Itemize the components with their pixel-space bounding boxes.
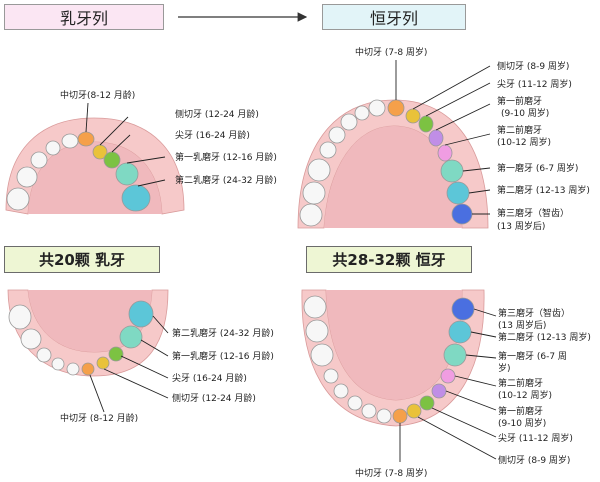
- tooth-upper-permanent-right-central: [368, 99, 386, 117]
- tooth-lower-primary-second-molar: [128, 300, 154, 328]
- tooth-upper-permanent-canine: [418, 115, 434, 133]
- label-lower-primary-first-molar: 第一乳磨牙 (12-16 月龄): [172, 350, 274, 362]
- permanent-dentition-title: 恒牙列: [322, 4, 466, 30]
- lower-permanent-tongue: [326, 290, 462, 400]
- tooth-upper-permanent-second-molar: [446, 181, 470, 205]
- tooth-lower-primary-right-molar2: [8, 304, 32, 330]
- upper-permanent-arch: [297, 99, 489, 229]
- tooth-upper-permanent-first-premolar: [428, 129, 444, 147]
- label-upper-permanent-lateral: 侧切牙 (8-9 周岁): [497, 60, 569, 72]
- label-lower-primary-second-molar: 第二乳磨牙 (24-32 月龄): [172, 327, 274, 339]
- label-lower-permanent-lateral: 侧切牙 (8-9 周岁): [498, 454, 570, 466]
- label-upper-permanent-central: 中切牙 (7-8 周岁): [355, 46, 427, 58]
- tooth-upper-permanent-central: [387, 99, 405, 117]
- tooth-lower-permanent-right-premolar1: [333, 383, 349, 399]
- tooth-upper-permanent-second-premolar: [437, 144, 453, 162]
- label-upper-permanent-first-molar: 第一磨牙 (6-7 周岁): [497, 162, 578, 174]
- primary-dentition-title: 乳牙列: [4, 4, 164, 30]
- tooth-upper-permanent-right-lateral: [354, 105, 370, 121]
- tooth-lower-permanent-right-central: [376, 408, 392, 424]
- label-lower-permanent-central: 中切牙 (7-8 周岁): [355, 467, 427, 479]
- label-upper-permanent-first-premolar: 第一前磨牙: [497, 95, 542, 107]
- tooth-upper-permanent-right-molar3: [299, 203, 323, 227]
- tooth-lower-permanent-right-molar1: [310, 343, 334, 367]
- upper-permanent-palate: [324, 126, 462, 228]
- permanent-total-label: 共28-32颗 恒牙: [306, 246, 472, 273]
- label-lower-permanent-third-molar-age: (13 周岁后): [498, 319, 546, 331]
- label-upper-primary-lateral: 侧切牙 (12-24 月龄): [175, 108, 259, 120]
- lower-primary-arch: [7, 289, 169, 377]
- lower-permanent-arch: [301, 289, 485, 427]
- tooth-lower-permanent-second-premolar: [440, 368, 456, 384]
- tooth-lower-permanent-right-premolar2: [323, 368, 339, 384]
- label-lower-permanent-second-premolar-age: (10-12 周岁): [498, 389, 552, 401]
- tooth-lower-primary-right-canine: [36, 347, 52, 363]
- tooth-lower-permanent-lateral: [406, 403, 422, 419]
- tooth-lower-permanent-right-canine: [347, 395, 363, 411]
- label-upper-permanent-second-premolar-age: (10-12 周岁): [497, 136, 551, 148]
- tooth-lower-permanent-third-molar: [451, 297, 475, 321]
- primary-total-label: 共20颗 乳牙: [4, 246, 160, 273]
- tooth-upper-primary-right-molar2: [6, 187, 30, 211]
- label-lower-permanent-second-premolar: 第二前磨牙: [498, 377, 543, 389]
- tooth-upper-permanent-first-molar: [440, 159, 464, 183]
- tooth-upper-primary-right-molar1: [16, 166, 38, 188]
- label-upper-primary-canine: 尖牙 (16-24 月龄): [175, 129, 250, 141]
- tooth-upper-permanent-right-premolar1: [328, 126, 346, 144]
- tooth-lower-primary-right-central: [66, 362, 80, 376]
- label-upper-permanent-second-molar: 第二磨牙 (12-13 周岁): [497, 184, 590, 196]
- tooth-lower-primary-canine: [108, 346, 124, 362]
- tooth-lower-primary-central: [81, 362, 95, 376]
- label-lower-permanent-first-premolar-age: (9-10 周岁): [498, 417, 546, 429]
- tooth-lower-permanent-canine: [419, 395, 435, 411]
- label-lower-permanent-first-premolar: 第一前磨牙: [498, 405, 543, 417]
- label-lower-permanent-second-molar: 第二磨牙 (12-13 周岁): [498, 331, 591, 343]
- tooth-lower-permanent-right-molar3: [303, 295, 327, 319]
- tooth-upper-primary-canine: [103, 151, 121, 169]
- label-lower-permanent-canine: 尖牙 (11-12 周岁): [498, 432, 573, 444]
- tooth-upper-permanent-right-premolar2: [319, 141, 337, 159]
- label-upper-permanent-first-premolar-age: (9-10 周岁): [501, 107, 549, 119]
- tooth-lower-permanent-first-molar: [443, 343, 467, 367]
- tooth-lower-primary-right-lateral: [51, 357, 65, 371]
- tooth-lower-primary-first-molar: [119, 325, 143, 349]
- label-upper-permanent-third-molar: 第三磨牙（智齿）: [497, 207, 569, 219]
- label-lower-permanent-first-molar: 第一磨牙 (6-7 周: [498, 350, 567, 362]
- tooth-lower-primary-right-molar1: [20, 328, 42, 350]
- tooth-upper-permanent-lateral: [405, 108, 421, 124]
- tooth-lower-permanent-first-premolar: [431, 383, 447, 399]
- tooth-lower-permanent-second-molar: [448, 320, 472, 344]
- tooth-upper-permanent-right-canine: [340, 113, 358, 131]
- tooth-lower-permanent-right-lateral: [361, 403, 377, 419]
- label-upper-permanent-third-molar-age: (13 周岁后): [497, 220, 545, 232]
- tooth-upper-primary-first-molar: [115, 162, 139, 186]
- tooth-upper-primary-central: [77, 131, 95, 147]
- tooth-upper-primary-right-lateral: [45, 140, 61, 156]
- label-upper-permanent-canine: 尖牙 (11-12 周岁): [497, 78, 572, 90]
- label-upper-primary-central: 中切牙(8-12 月龄): [60, 89, 135, 101]
- tooth-upper-primary-right-central: [61, 133, 79, 149]
- upper-primary-arch: [5, 117, 185, 215]
- tooth-upper-primary-right-canine: [30, 151, 48, 169]
- tooth-lower-primary-lateral: [96, 356, 110, 370]
- label-upper-primary-second-molar: 第二乳磨牙 (24-32 月龄): [175, 174, 277, 186]
- tooth-lower-permanent-right-molar2: [305, 319, 329, 343]
- label-upper-permanent-second-premolar: 第二前磨牙: [497, 124, 542, 136]
- label-upper-primary-first-molar: 第一乳磨牙 (12-16 月龄): [175, 151, 277, 163]
- label-lower-permanent-third-molar: 第三磨牙（智齿）: [498, 307, 570, 319]
- tooth-upper-permanent-right-molar1: [307, 158, 331, 182]
- tooth-upper-permanent-right-molar2: [302, 181, 326, 205]
- label-lower-permanent-first-molar-age: 岁): [498, 362, 511, 374]
- label-lower-primary-central: 中切牙 (8-12 月龄): [60, 412, 138, 424]
- tooth-lower-permanent-central: [392, 408, 408, 424]
- label-lower-primary-canine: 尖牙 (16-24 月龄): [172, 372, 247, 384]
- label-lower-primary-lateral: 侧切牙 (12-24 月龄): [172, 392, 256, 404]
- tooth-upper-permanent-third-molar: [451, 203, 473, 225]
- tooth-upper-primary-second-molar: [121, 184, 151, 212]
